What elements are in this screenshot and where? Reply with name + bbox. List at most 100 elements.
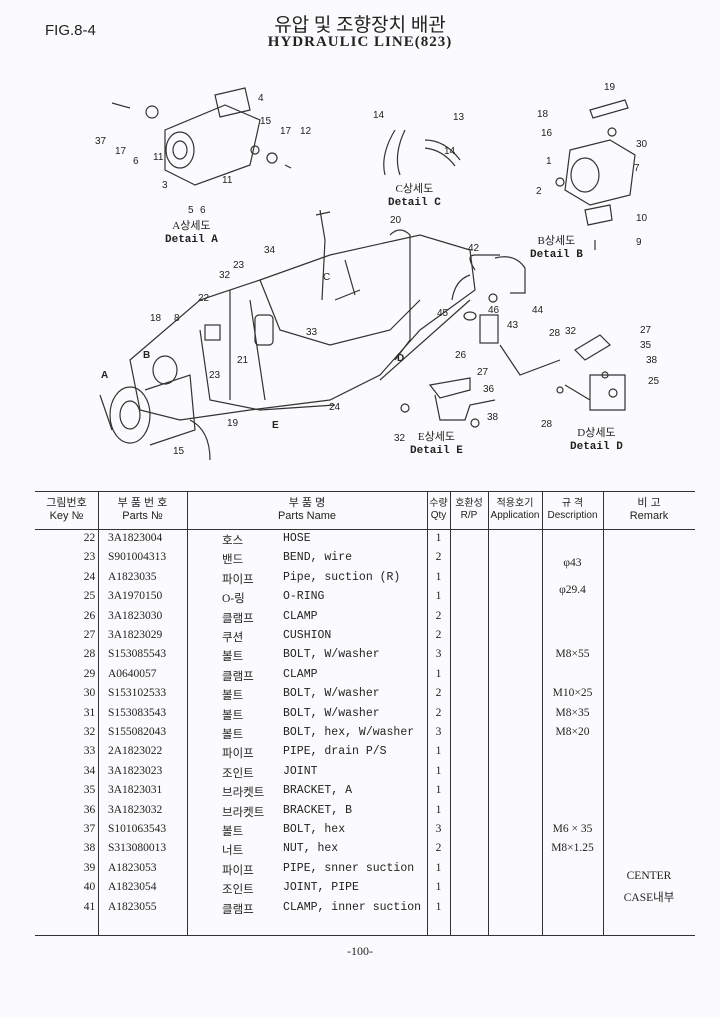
cell-qty: 2 — [435, 629, 442, 641]
hydraulic-line-diagram — [99, 87, 636, 461]
cell-part: S153102533 — [108, 687, 167, 700]
column-header-en: Remark — [629, 510, 669, 522]
cell-key: 27 — [83, 629, 96, 641]
callout: 10 — [636, 213, 648, 224]
callout: 44 — [532, 305, 544, 316]
cell-qty: 1 — [435, 784, 442, 797]
cell-ko: 클램프 — [222, 903, 254, 916]
cell-key: 29 — [83, 667, 96, 680]
cell-qty: 1 — [435, 745, 442, 758]
callout: 13 — [453, 112, 465, 123]
cell-name: PIPE, drain P/S — [283, 745, 387, 759]
cell-qty: 1 — [435, 570, 442, 583]
cell-name: O-RING — [283, 590, 325, 604]
callout: 27 — [640, 325, 652, 336]
callout: 5 — [188, 205, 194, 216]
callout: 19 — [227, 418, 239, 429]
cell-name: NUT, hex — [283, 842, 339, 856]
callout: 11 — [153, 152, 164, 163]
cell-ko: 볼트 — [222, 709, 244, 722]
callout: 1 — [546, 156, 552, 167]
cell-desc: M8×20 — [555, 726, 590, 738]
callout: 45 — [437, 308, 449, 319]
callout: 32 — [565, 326, 577, 337]
cell-name: BOLT, W/washer — [283, 687, 380, 701]
cell-name: BOLT, hex, W/washer — [283, 726, 415, 739]
cell-part: 2A1823022 — [108, 745, 163, 758]
cell-desc: M8×35 — [555, 706, 590, 719]
cell-qty: 3 — [435, 823, 442, 835]
cell-ko: 브라켓트 — [222, 787, 265, 800]
cell-qty: 3 — [435, 726, 442, 738]
callout: A — [101, 370, 109, 381]
cell-part: A1823055 — [108, 900, 157, 913]
callout: 33 — [306, 327, 318, 338]
cell-key: 28 — [83, 648, 96, 661]
cell-key: 41 — [83, 900, 96, 913]
callout: 22 — [198, 293, 210, 304]
callout: 23 — [233, 260, 245, 271]
cell-name: BOLT, W/washer — [283, 706, 380, 720]
cell-part: S155082043 — [108, 726, 167, 738]
callout: 32 — [394, 433, 406, 444]
callout: 30 — [636, 139, 648, 150]
cell-part: A1823035 — [108, 570, 157, 583]
callout: 14 — [444, 146, 456, 157]
cell-key: 32 — [83, 726, 96, 738]
column-header-ko: 호환성 — [455, 498, 483, 509]
callout: 15 — [260, 116, 272, 127]
cell-ko: 클램프 — [222, 612, 254, 625]
callout: 28 — [549, 328, 561, 339]
cell-key: 33 — [83, 745, 96, 758]
cell-ko: 볼트 — [222, 651, 244, 664]
cell-name: HOSE — [283, 532, 311, 545]
callout: 19 — [604, 82, 616, 93]
title-english: HYDRAULIC LINE(823) — [267, 34, 453, 50]
cell-name: CLAMP, inner suction — [283, 900, 422, 914]
cell-key: 22 — [83, 532, 96, 544]
callout: 14 — [373, 110, 385, 121]
cell-ko: 파이프 — [222, 573, 254, 586]
callout: 7 — [634, 163, 640, 174]
cell-key: 39 — [83, 861, 96, 874]
column-header-en: Qty — [430, 510, 447, 521]
callout: 12 — [300, 126, 312, 137]
callout: D — [397, 353, 405, 364]
callout: 11 — [222, 175, 233, 186]
callout: 3 — [162, 180, 168, 191]
callout: 8 — [174, 313, 180, 324]
detail-e-bracket-drawing — [400, 377, 496, 428]
cell-ko: 볼트 — [222, 690, 244, 703]
callout: 27 — [477, 367, 489, 378]
column-header-en: R/P — [460, 510, 478, 521]
cell-desc: φ43 — [563, 557, 582, 570]
callout: 38 — [487, 412, 499, 423]
callout: 32 — [219, 270, 231, 281]
callout: 20 — [390, 215, 402, 226]
cell-name: BRACKET, A — [283, 784, 353, 798]
cell-name: BRACKET, B — [283, 803, 353, 817]
callout: 36 — [483, 384, 495, 395]
callout: 6 — [200, 205, 206, 216]
page-number: -100- — [347, 944, 373, 958]
title-korean: 유압 및 조향장치 배관 — [274, 15, 446, 36]
cell-qty: 1 — [435, 667, 442, 680]
detail-a-pump-drawing — [111, 87, 292, 186]
cell-key: 30 — [83, 687, 96, 700]
callout: 46 — [488, 305, 500, 316]
cell-qty: 2 — [435, 551, 442, 564]
callout: 25 — [648, 376, 660, 387]
callout: 26 — [455, 350, 467, 361]
detail-c-hose-drawing — [383, 129, 461, 176]
callout: 23 — [209, 370, 221, 381]
cell-qty: 2 — [435, 706, 442, 719]
cell-name: CLAMP — [283, 609, 318, 623]
cell-ko: 파이프 — [222, 748, 254, 761]
cell-key: 37 — [83, 823, 96, 835]
callout: 17 — [115, 146, 127, 157]
detail-d-bracket-drawing — [556, 334, 626, 411]
column-header-ko: 비 고 — [637, 497, 661, 509]
callout: 38 — [646, 355, 658, 366]
callout: 9 — [636, 237, 642, 248]
